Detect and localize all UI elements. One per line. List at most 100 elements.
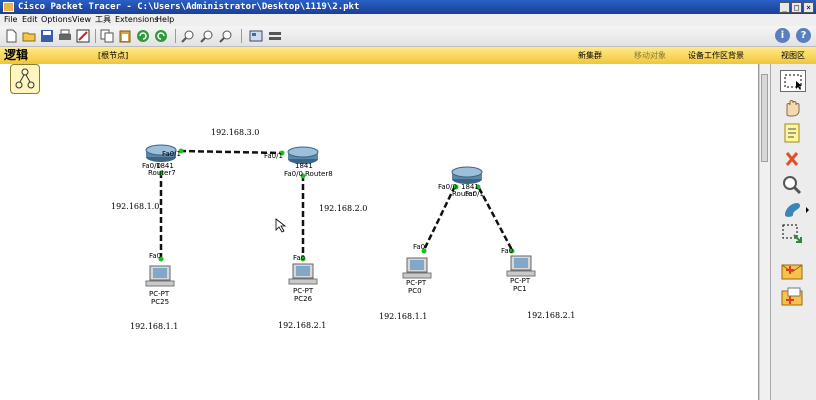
link-router-pc0[interactable] — [422, 185, 457, 251]
device-model-label: 1841 — [461, 183, 479, 191]
link-light — [421, 248, 427, 254]
device-type-label: PC-PT — [510, 277, 531, 285]
activity-wizard-icon[interactable] — [76, 29, 90, 43]
link-light — [300, 173, 306, 179]
device-model-label: 1841 — [295, 162, 313, 170]
port-label: Fa0/0 — [438, 183, 457, 191]
copy-icon[interactable] — [100, 29, 114, 43]
title-bar: Cisco Packet Tracer - C:\Users\Administr… — [0, 0, 816, 14]
pc0-icon[interactable] — [402, 257, 432, 279]
tab-logical[interactable]: 逻辑 — [4, 48, 29, 62]
viewport-button[interactable]: 视图区 — [781, 51, 805, 60]
minimize-button[interactable]: _ — [779, 2, 790, 13]
zoom-tool-button[interactable] — [780, 174, 806, 196]
print-icon[interactable] — [58, 29, 72, 43]
network-note[interactable]: 192.168.2.1 — [278, 321, 327, 330]
zoom-reset-icon[interactable] — [200, 29, 214, 43]
network-note[interactable]: 192.168.2.0 — [319, 204, 368, 213]
network-note[interactable]: 192.168.1.1 — [379, 312, 428, 321]
network-note[interactable]: 192.168.1.0 — [111, 202, 160, 211]
port-label: Fa0/1 — [162, 150, 181, 158]
draw-shape-button[interactable] — [780, 198, 809, 220]
window-title: Cisco Packet Tracer - C:\Users\Administr… — [18, 2, 360, 12]
redo-icon[interactable] — [154, 29, 168, 43]
new-file-icon[interactable] — [4, 29, 18, 43]
port-label: Fa0/1 — [264, 152, 283, 160]
zoom-in-icon[interactable] — [181, 29, 195, 43]
palette-icon[interactable] — [249, 29, 263, 43]
port-label: Fa0 — [501, 247, 514, 255]
port-label: Fa0/1 — [465, 190, 484, 198]
port-label: Fa0/0 — [284, 170, 303, 178]
info-icon[interactable]: i — [775, 28, 790, 43]
menu-help[interactable]: Help — [156, 15, 175, 24]
help-icon[interactable]: ? — [796, 28, 811, 43]
undo-icon[interactable] — [136, 29, 150, 43]
workspace-canvas[interactable] — [0, 64, 759, 400]
select-icon — [784, 74, 802, 90]
paint-icon — [785, 203, 809, 217]
select-tool-button[interactable] — [780, 70, 806, 92]
root-node-label[interactable]: [根节点] — [98, 51, 129, 60]
delete-button[interactable] — [780, 148, 806, 170]
add-simple-pdu-button[interactable] — [780, 260, 806, 282]
device-name-label: Router — [452, 190, 476, 198]
move-object-button[interactable]: 移动对象 — [634, 51, 666, 60]
network-note[interactable]: 192.168.3.0 — [211, 128, 260, 137]
device-name-label: Router7 — [148, 169, 176, 177]
menu-tools[interactable]: 工具 — [95, 15, 111, 24]
pc25-icon[interactable] — [145, 265, 175, 287]
router7-icon[interactable] — [145, 144, 177, 162]
save-icon[interactable] — [40, 29, 54, 43]
network-note[interactable]: 192.168.2.1 — [527, 311, 576, 320]
logical-workspace-button[interactable] — [10, 64, 40, 94]
add-complex-pdu-button[interactable] — [780, 286, 806, 308]
port-label: Fa0 — [293, 254, 306, 262]
link-router7-router8[interactable] — [179, 149, 284, 155]
open-folder-icon[interactable] — [22, 29, 36, 43]
network-note[interactable]: 192.168.1.1 — [130, 322, 179, 331]
port-label: Fa0 — [149, 252, 162, 260]
envelope-add-icon — [781, 264, 803, 280]
resize-icon — [782, 224, 802, 243]
link-light — [300, 256, 306, 262]
new-cluster-button[interactable]: 新集群 — [578, 51, 602, 60]
toolbar-separator — [175, 29, 176, 43]
resize-shape-button[interactable] — [780, 222, 806, 244]
device-name-label: PC0 — [408, 287, 422, 295]
router-right-icon[interactable] — [451, 166, 483, 184]
router8-icon[interactable] — [287, 146, 319, 164]
pc1-icon[interactable] — [506, 255, 536, 277]
device-name-label: PC1 — [513, 285, 527, 293]
close-button[interactable]: × — [803, 2, 814, 13]
set-background-button[interactable]: 设备工作区背景 — [688, 51, 744, 60]
scrollbar-thumb[interactable] — [761, 74, 768, 162]
link-light — [158, 256, 164, 262]
restore-button[interactable]: □ — [791, 2, 802, 13]
menu-options[interactable]: Options — [41, 15, 72, 24]
menu-edit[interactable]: Edit — [22, 15, 38, 24]
zoom-out-icon[interactable] — [219, 29, 233, 43]
place-note-button[interactable] — [780, 122, 806, 144]
envelope-complex-icon — [781, 287, 803, 306]
port-label: Fa0 — [413, 243, 426, 251]
device-name-label: Router8 — [305, 170, 333, 178]
hand-icon — [786, 100, 800, 117]
menu-extensions[interactable]: Extensions — [115, 15, 159, 24]
device-type-label: PC-PT — [293, 287, 314, 295]
app-icon — [3, 2, 14, 12]
paste-icon[interactable] — [118, 29, 132, 43]
link-router-pc1[interactable] — [477, 187, 514, 251]
link-light — [158, 170, 164, 176]
link-light — [509, 248, 515, 254]
topology-icon — [15, 68, 35, 89]
vertical-scrollbar[interactable] — [759, 64, 770, 400]
menu-file[interactable]: File — [4, 15, 18, 24]
menu-view[interactable]: View — [72, 15, 91, 24]
pc26-icon[interactable] — [288, 263, 318, 285]
link-light — [178, 148, 184, 154]
inspect-tool-button[interactable] — [780, 96, 806, 118]
custom-device-icon[interactable] — [268, 29, 282, 43]
toolbar-separator — [241, 29, 242, 43]
device-type-label: PC-PT — [406, 279, 427, 287]
